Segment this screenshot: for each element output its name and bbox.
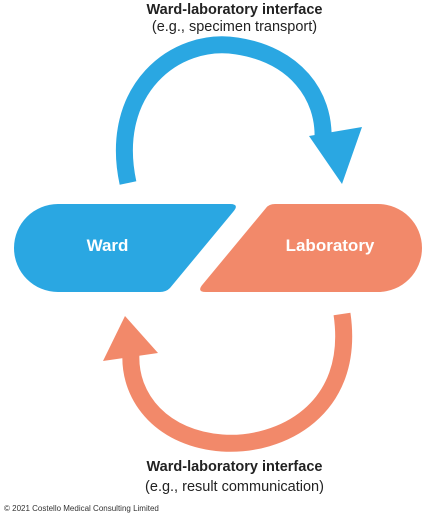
bottom-interface-subtitle: (e.g., result communication) bbox=[145, 479, 324, 495]
top-interface-title: Ward-laboratory interface bbox=[146, 2, 323, 18]
ward-label: Ward bbox=[86, 236, 129, 255]
top-interface-subtitle: (e.g., specimen transport) bbox=[151, 19, 318, 35]
bottom-arc-arrowhead bbox=[103, 316, 158, 361]
bottom-arc-arrow-shaft bbox=[122, 312, 353, 452]
top-arc-arrowhead bbox=[309, 127, 362, 184]
ward-node bbox=[14, 204, 236, 292]
laboratory-label: Laboratory bbox=[285, 236, 375, 255]
copyright-notice: © 2021 Costello Medical Consulting Limit… bbox=[4, 504, 159, 513]
top-arc-arrow-shaft bbox=[115, 36, 332, 185]
bottom-interface-title: Ward-laboratory interface bbox=[146, 459, 323, 475]
laboratory-node bbox=[200, 204, 422, 292]
